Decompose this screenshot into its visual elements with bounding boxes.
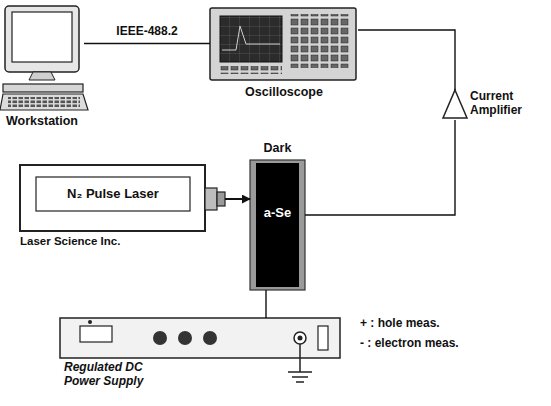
- laser-panel: [36, 177, 190, 211]
- signal-cable: [305, 120, 455, 215]
- sample-holder: [250, 160, 305, 290]
- bias-wire: [265, 290, 266, 318]
- text-slot: Regulated DC Power Supply: [64, 361, 182, 389]
- scope-softkeys: [220, 66, 282, 74]
- scope-trace: [222, 26, 280, 50]
- supply-switch: [318, 326, 328, 350]
- node-label: Oscilloscope: [210, 85, 358, 99]
- laser-housing: [20, 165, 205, 231]
- gpib-cable: [84, 43, 210, 44]
- ground-bars: [288, 372, 312, 382]
- supply-terminal-core: [298, 336, 303, 341]
- node-label: Workstation: [0, 114, 84, 128]
- laser-nozzle: [205, 188, 217, 210]
- oscilloscope-illustration: [210, 8, 356, 80]
- node-label: Current Amplifier: [470, 90, 546, 118]
- polarity-note: - : electron meas.: [360, 336, 459, 350]
- supply-case: [60, 318, 340, 358]
- oscilloscope: Oscilloscope: [210, 5, 358, 105]
- monitor-case: [5, 6, 79, 72]
- supply-display: [80, 326, 112, 342]
- supply-knob: [178, 331, 192, 345]
- amplifier-triangle: [443, 90, 467, 118]
- text-slot: Oscilloscope: [210, 85, 358, 99]
- scope-screen: [220, 16, 282, 62]
- scope-controls: [290, 14, 350, 68]
- monitor-stand: [29, 72, 55, 80]
- text-slot: Laser Science Inc.: [20, 235, 200, 248]
- current-amplifier: Current Amplifier: [440, 90, 548, 120]
- node-label: Regulated DC Power Supply: [64, 361, 182, 389]
- keyboard-keys: [8, 97, 80, 107]
- bus-label: IEEE-488.2: [114, 24, 179, 38]
- text-slot: a-Se: [250, 206, 305, 221]
- keyboard: [0, 94, 88, 110]
- supply-knob: [153, 331, 167, 345]
- polarity-note: + : hole meas.: [360, 316, 440, 330]
- scope-grid: [220, 16, 282, 62]
- laser-aperture: [217, 192, 225, 206]
- node-sublabel: Laser Science Inc.: [20, 235, 200, 248]
- node-sublabel: a-Se: [250, 206, 305, 221]
- ground-symbol: [288, 344, 312, 382]
- supply-terminal: [294, 332, 306, 344]
- sample-illustration: [250, 160, 305, 290]
- text-slot: N₂ Pulse Laser: [36, 177, 190, 211]
- computer-case: [3, 84, 83, 92]
- laser-beam: [225, 198, 250, 200]
- signal-cable: [358, 30, 455, 90]
- pulse-laser: N₂ Pulse LaserLaser Science Inc.: [20, 165, 225, 257]
- laser-illustration: [20, 165, 225, 231]
- a-se-sample: Dark a-Se: [250, 140, 305, 290]
- supply-knob: [203, 331, 217, 345]
- power-supply-illustration: [60, 318, 340, 358]
- workstation-illustration: [0, 6, 88, 110]
- node-label: Dark: [250, 141, 305, 155]
- monitor-screen: [12, 12, 72, 62]
- power-supply: Regulated DC Power Supply: [60, 318, 345, 398]
- a-se-layer: [256, 163, 299, 287]
- supply-indicator: [88, 320, 92, 324]
- text-slot: Dark: [250, 141, 305, 155]
- scope-case: [210, 8, 356, 80]
- text-slot: Workstation: [0, 114, 84, 128]
- text-slot: Current Amplifier: [470, 90, 546, 118]
- workstation: Workstation: [0, 0, 84, 134]
- node-label: N₂ Pulse Laser: [36, 177, 190, 211]
- ground-wire: [299, 344, 301, 372]
